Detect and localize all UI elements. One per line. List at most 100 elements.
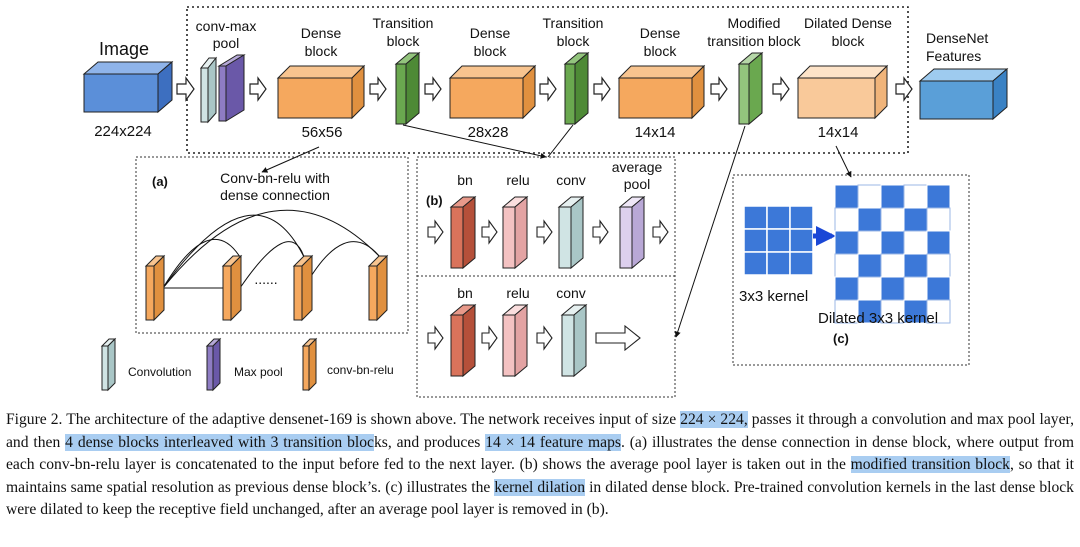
conv-label: conv [556,172,586,188]
legend-convolution-swatch [100,337,117,392]
dilated-dense-label: block [832,33,866,49]
dilated-cell [834,230,859,255]
panel-a-title: Conv-bn-relu with [220,170,330,186]
legend-maxpool-label: Max pool [234,365,283,379]
image-block [82,60,174,114]
dilated-cell [880,253,905,278]
dilated-cell [834,276,859,301]
dilated-cell [903,276,928,301]
dilated-cell [834,253,859,278]
dilated-cell [880,184,905,209]
bn-layer [449,195,477,270]
dense-block-1-label: block [305,43,339,59]
conv-bn-relu-layer [144,254,166,322]
pointer-to-panel-b-bottom [674,125,746,338]
conv-layer [557,195,585,270]
caption-text: ks, and produces [373,433,486,451]
dense-block-1-label: Dense [301,25,342,41]
dilated-cell [880,207,905,232]
legend-maxpool-swatch [205,337,222,392]
panel-c-tag: (c) [833,331,849,346]
dense-block-3-label: block [644,43,678,59]
hollow-arrow [176,76,913,102]
convmax-label: conv-max [196,18,257,34]
avg-pool-label: average [612,159,663,175]
avg-pool-label: pool [624,176,650,192]
kernel-cell [789,228,814,253]
kernel-cell [766,205,791,230]
dilated-cell [926,230,951,255]
features-label: Features [926,48,981,64]
panel-b-tag: (b) [426,193,443,208]
relu-label: relu [506,172,529,188]
caption-text: . (a) illustrates the dense connection i… [6,433,1074,474]
dilated-dense-label: Dilated Dense [804,15,892,31]
features-label: DenseNet [926,30,988,46]
dense-block-2-size: 28x28 [468,124,509,141]
architecture-figure: Image 224x224 conv-max pool Dense block … [82,6,1009,398]
relu-layer [501,303,529,378]
bn-label: bn [457,172,473,188]
hollow-arrow [427,219,669,352]
legend-conv-bn-relu-label: conv-bn-relu [327,363,394,377]
kernel-cell [743,251,768,276]
dense-block-1 [276,64,366,120]
densenet-features-block [918,67,1009,121]
dilated-cell [926,276,951,301]
caption-highlight: 224 × 224, [680,411,748,428]
dilated-cell [926,184,951,209]
ellipsis: ...... [254,271,277,287]
pointer-to-panel-b [402,124,547,159]
kernel-cell [766,228,791,253]
pointer-to-panel-c [835,145,852,178]
kernel-3x3-label: 3x3 kernel [739,288,808,305]
caption-text: Figure 2. The architecture of the adapti… [6,411,681,428]
transition-block-1 [394,51,421,126]
kernel-cell [743,228,768,253]
transition-block-1-label: Transition [373,15,434,31]
conv-label: conv [556,285,586,301]
dilated-cell [880,276,905,301]
dense-block-2 [448,64,537,120]
legend-conv-bn-relu-swatch [301,337,318,392]
dilated-cell [834,207,859,232]
caption-text: passes it through a convolution and max … [6,411,1074,451]
conv-slice [199,56,218,124]
panel-a-title: dense connection [220,187,330,203]
relu-layer [501,195,529,270]
conv-bn-relu-layer [221,254,243,322]
modified-transition-label: transition block [707,33,801,49]
transition-block-2-label: block [557,33,591,49]
dense-block-2-label: Dense [470,25,511,41]
kernel-cell [789,251,814,276]
dilated-cell [834,184,859,209]
pointer-to-panel-b [547,124,574,158]
caption-text: in dilated dense block. Pre-trained conv… [6,478,1074,519]
conv-bn-relu-layer [292,254,314,322]
panel-a-frame [135,156,409,334]
maxpool-slice [217,54,246,122]
modified-transition-label: Modified [728,15,781,31]
modified-transition-block [737,51,764,126]
bn-label: bn [457,285,473,301]
dilated-cell [857,253,882,278]
dilated-cell [903,207,928,232]
dense-block-3 [617,64,706,120]
transition-block-2-label: Transition [543,15,604,31]
caption-highlight: 14 × 14 feature maps [485,433,621,451]
dilated-cell [903,253,928,278]
dense-block-3-size: 14x14 [635,124,676,141]
dense-block-2-label: block [474,43,508,59]
bn-layer [449,303,477,378]
convmax-label: pool [213,35,239,51]
kernel-cell [766,251,791,276]
dilated-cell [857,276,882,301]
dilated-cell [903,230,928,255]
legend-convolution-label: Convolution [128,365,191,379]
dilated-cell [926,207,951,232]
dilated-cell [857,230,882,255]
conv-layer [560,303,588,378]
caption-highlight: kernel dilation [494,478,586,496]
transition-block-1-label: block [387,33,421,49]
dilated-dense-block [796,64,889,120]
